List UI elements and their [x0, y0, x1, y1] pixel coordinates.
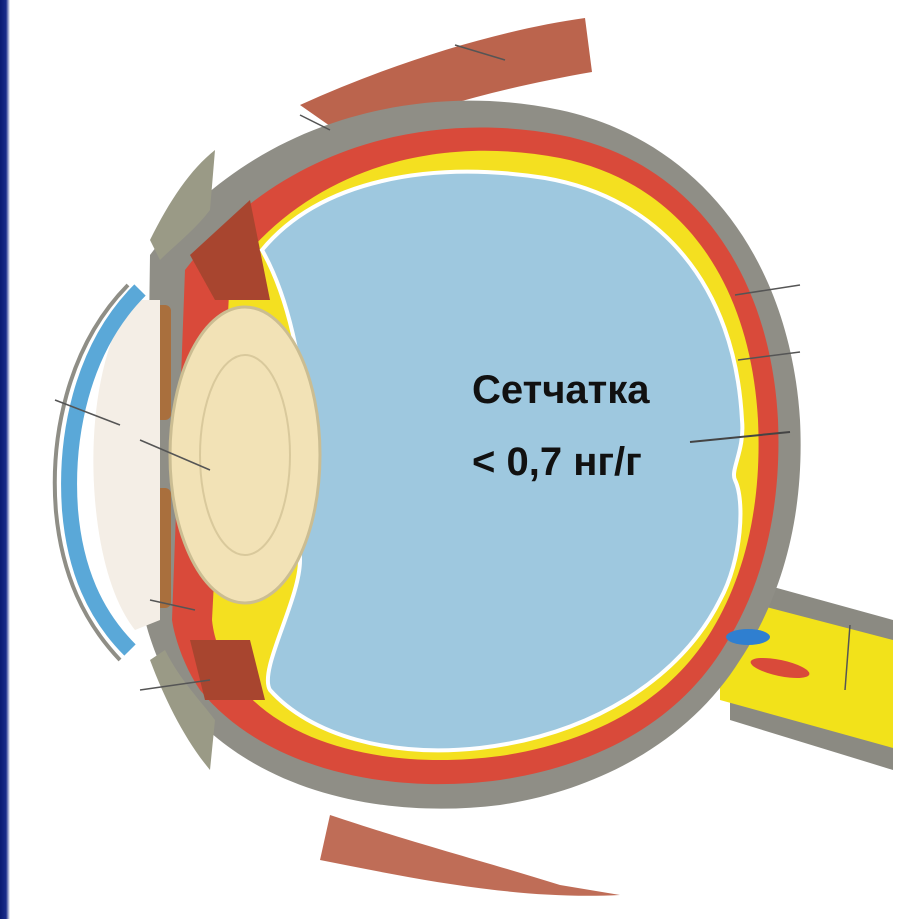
lens: [170, 307, 320, 603]
central-vein: [726, 629, 770, 645]
inferior-muscle: [320, 815, 620, 896]
retina-label: Сетчатка: [472, 368, 650, 413]
retina-value: < 0,7 нг/г: [472, 440, 642, 485]
